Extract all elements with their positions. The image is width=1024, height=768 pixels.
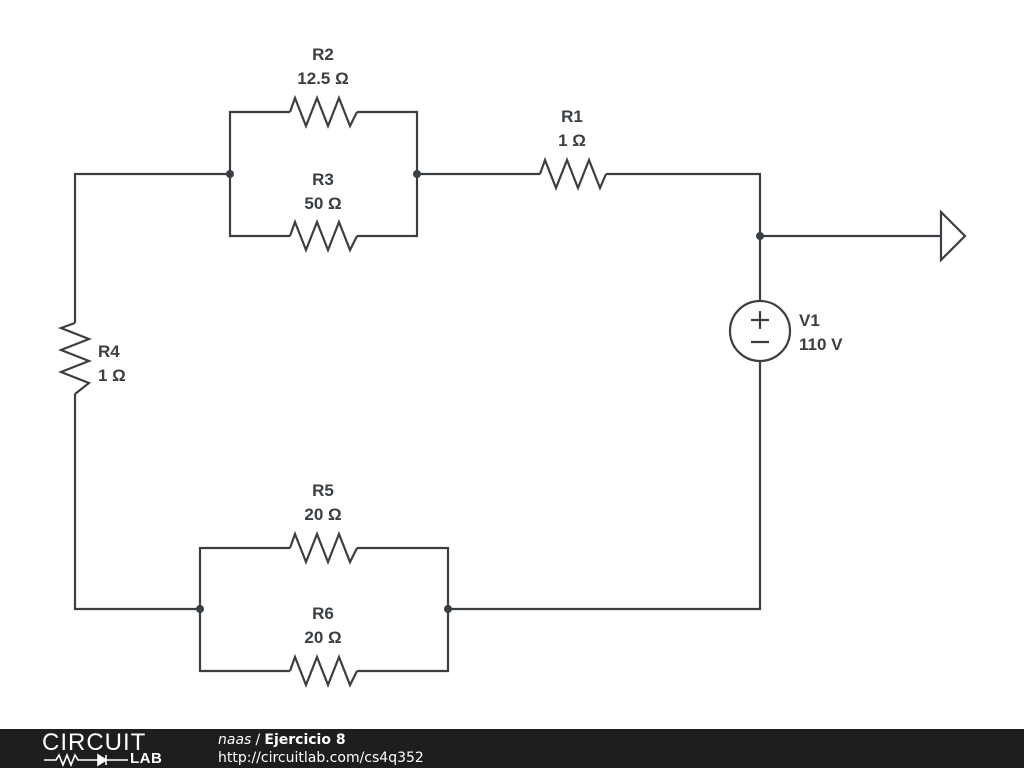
- circuitlab-logo[interactable]: CIRCUIT LAB: [42, 729, 182, 768]
- r1-name-label: R1: [561, 107, 583, 126]
- wire-r5r6-right: [357, 546, 450, 673]
- voltage-source-circle: [728, 299, 792, 363]
- resistor-r6-symbol[interactable]: [288, 653, 358, 689]
- wire-bottom-left: [73, 394, 200, 611]
- junction-node: [196, 605, 204, 613]
- title-separator: /: [255, 732, 261, 748]
- wires: [73, 110, 941, 673]
- resistor-r4-symbol[interactable]: [57, 321, 93, 395]
- wire-top-left: [73, 172, 230, 323]
- circuit-url-link[interactable]: http://circuitlab.com/cs4q352: [218, 750, 424, 766]
- component-labels: R2 12.5 Ω R3 50 Ω R1 1 Ω R4 1 Ω V1 110 V…: [98, 45, 843, 647]
- resistor-r2-symbol[interactable]: [288, 94, 358, 130]
- r4-value-label: 1 Ω: [98, 366, 126, 385]
- r1-value-label: 1 Ω: [558, 131, 586, 150]
- logo-top-text: CIRCUIT: [42, 729, 147, 756]
- r6-value-label: 20 Ω: [304, 628, 341, 647]
- junction-node: [413, 170, 421, 178]
- r5-name-label: R5: [312, 481, 334, 500]
- voltage-source-v1[interactable]: [728, 299, 792, 363]
- r4-name-label: R4: [98, 342, 120, 361]
- wire-r2r3-right: [357, 110, 419, 238]
- r5-value-label: 20 Ω: [304, 505, 341, 524]
- r3-value-label: 50 Ω: [304, 194, 341, 213]
- resistor-r3-symbol[interactable]: [288, 218, 358, 254]
- junction-node: [444, 605, 452, 613]
- v1-name-label: V1: [799, 311, 820, 330]
- circuit-meta: naas / Ejercicio 8 http://circuitlab.com…: [218, 731, 424, 767]
- r3-name-label: R3: [312, 170, 334, 189]
- r2-value-label: 12.5 Ω: [297, 69, 348, 88]
- v1-value-label: 110 V: [799, 335, 843, 354]
- junction-node: [756, 232, 764, 240]
- resistor-r1-symbol[interactable]: [538, 156, 608, 192]
- circuit-title-line: naas / Ejercicio 8: [218, 731, 424, 749]
- r2-name-label: R2: [312, 45, 334, 64]
- logo-bottom-text: LAB: [130, 750, 163, 767]
- wire-r2r3-left: [228, 110, 290, 238]
- resistors: [57, 94, 608, 689]
- r6-name-label: R6: [312, 604, 334, 623]
- footer-bar: CIRCUIT LAB naas / Ejercicio 8 http://ci…: [0, 729, 1024, 768]
- junctions: [196, 170, 764, 613]
- logo-resistor-diode-icon: [44, 753, 128, 767]
- wire-r5r6-left: [198, 546, 290, 673]
- output-probe-triangle-icon[interactable]: [939, 209, 967, 263]
- junction-node: [226, 170, 234, 178]
- author-name[interactable]: naas: [218, 732, 252, 748]
- circuit-title[interactable]: Ejercicio 8: [264, 732, 346, 748]
- resistor-r5-symbol[interactable]: [288, 530, 358, 566]
- wire-r1-to-v1: [606, 172, 762, 301]
- circuit-url-line: http://circuitlab.com/cs4q352: [218, 749, 424, 767]
- circuit-schematic: R2 12.5 Ω R3 50 Ω R1 1 Ω R4 1 Ω V1 110 V…: [57, 45, 967, 689]
- wire-v1-bottom: [448, 361, 762, 611]
- plus-icon: [751, 311, 769, 329]
